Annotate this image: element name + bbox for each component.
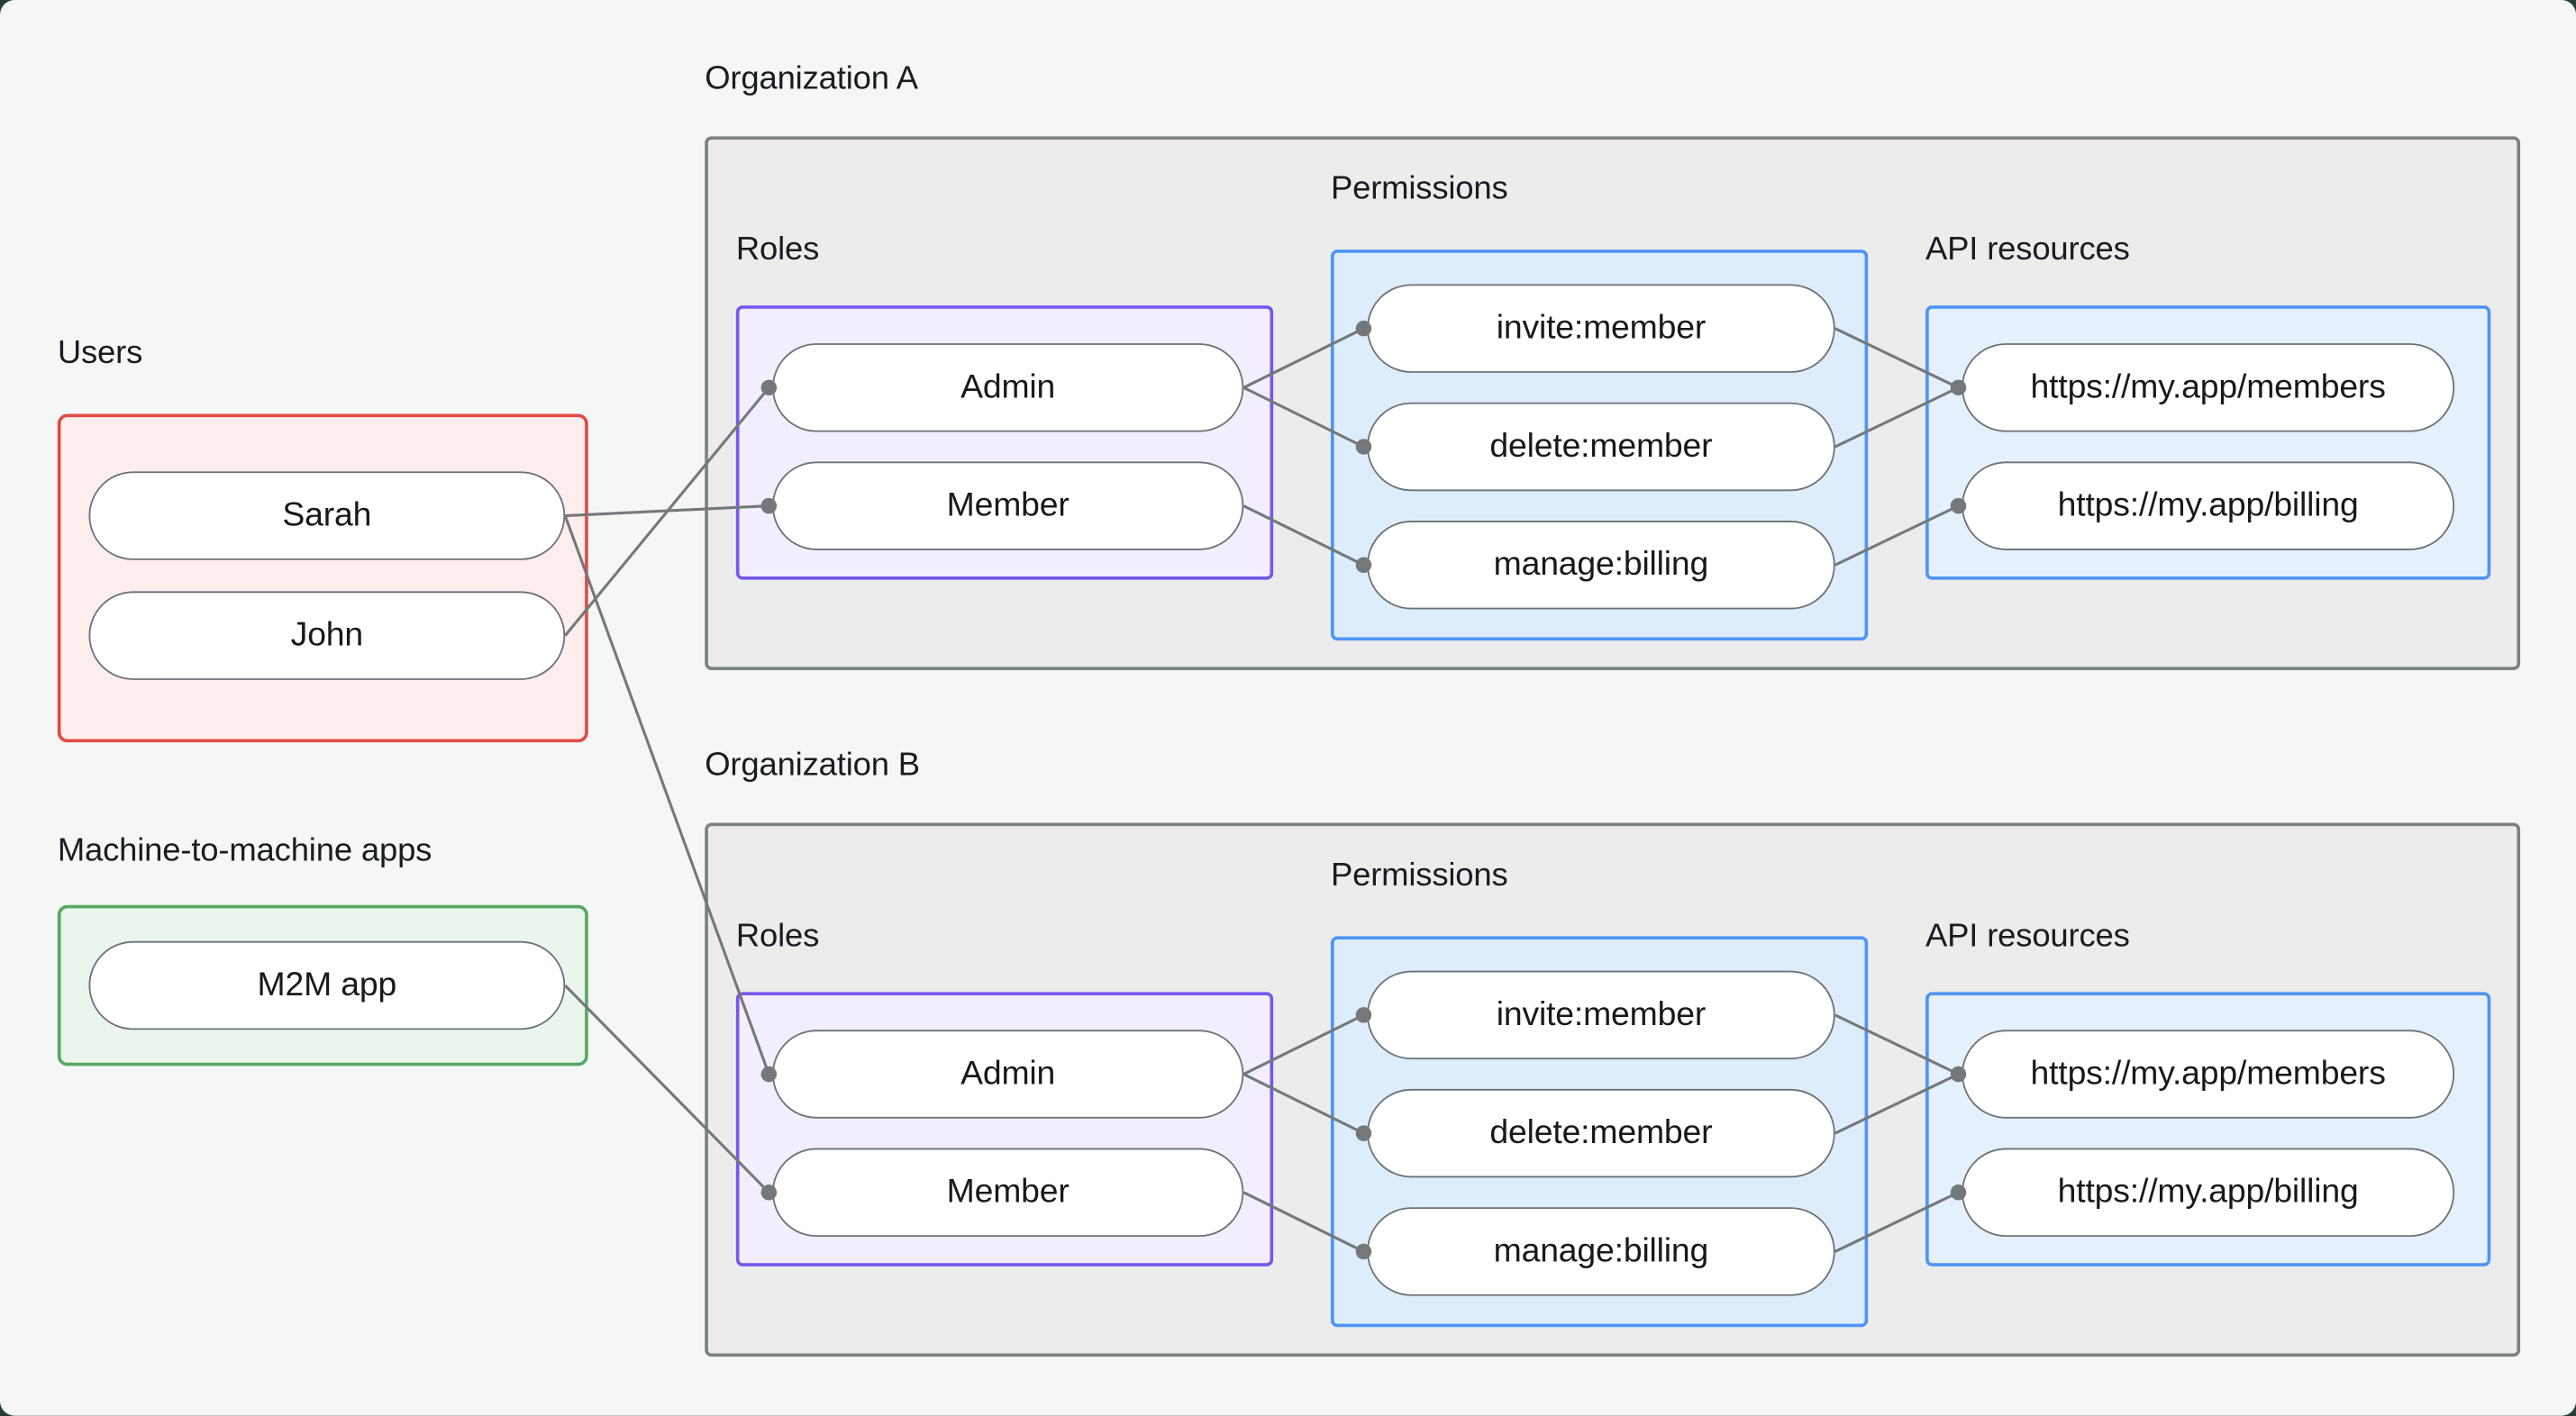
users-group-box [57,413,588,743]
m2m-label: Machine-to-machine apps [57,832,432,869]
user-node-sarah: Sarah [88,471,566,560]
org-b-role-admin: Admin [771,1030,1244,1119]
user-node-john: John [88,591,566,680]
org-a-label: Organization A [705,60,918,97]
org-a-role-member: Member [771,461,1244,550]
org-a-api-resources-label: API resources [1925,231,2130,268]
org-b-roles-label: Roles [735,918,820,955]
org-b-role-member: Member [771,1148,1244,1238]
org-a-permission-manage-billing: manage:billing [1367,521,1835,610]
org-b-permission-delete-member: delete:member [1367,1088,1835,1178]
org-b-api-resources-label: API resources [1925,918,2130,955]
org-a-api-members: https://my.app/members [1962,343,2455,432]
org-a-role-admin: Admin [771,343,1244,432]
org-b-permission-manage-billing: manage:billing [1367,1207,1835,1296]
org-a-permission-delete-member: delete:member [1367,402,1835,492]
org-b-permissions-label: Permissions [1330,857,1508,894]
users-label: Users [57,334,143,372]
org-b-permission-invite-member: invite:member [1367,970,1835,1060]
org-a-permission-invite-member: invite:member [1367,284,1835,373]
org-a-roles-label: Roles [735,231,820,268]
org-b-api-billing: https://my.app/billing [1962,1148,2455,1238]
org-b-label: Organization B [705,747,920,784]
org-a-permissions-label: Permissions [1330,170,1508,207]
m2m-app-node: M2M app [88,940,566,1030]
org-b-api-members: https://my.app/members [1962,1030,2455,1119]
org-a-api-billing: https://my.app/billing [1962,461,2455,550]
